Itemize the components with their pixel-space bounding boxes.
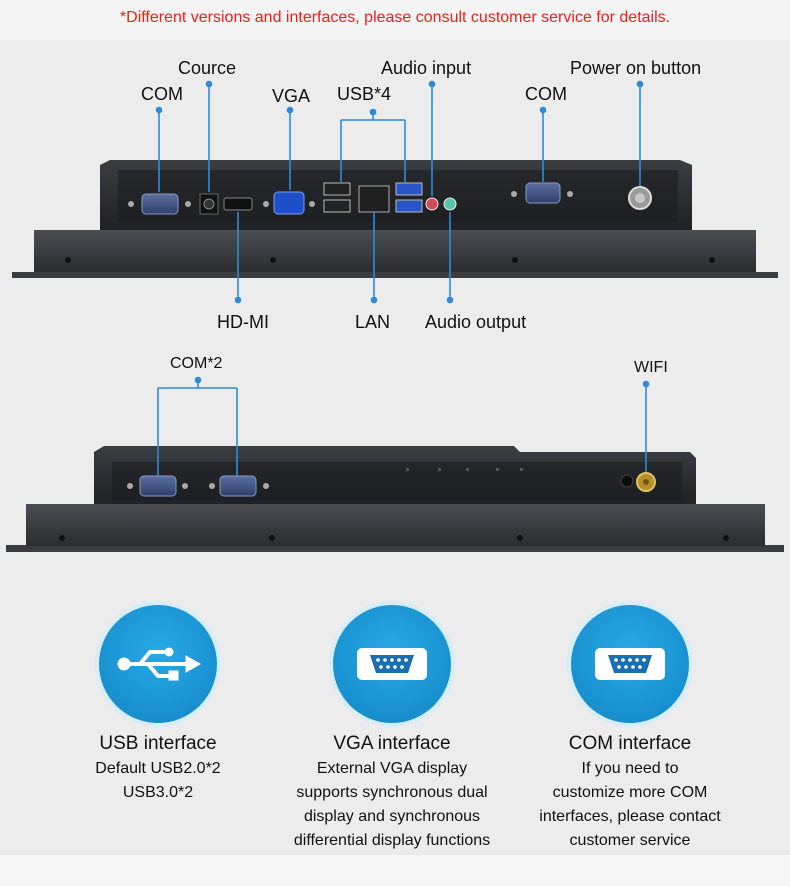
screw-icon	[723, 535, 729, 541]
label-com2: COM*2	[170, 355, 223, 372]
screw-icon	[270, 257, 276, 263]
leader-lines-bottom	[157, 376, 650, 476]
vga-connector-icon	[333, 605, 451, 723]
label-cource: Cource	[178, 58, 237, 78]
feature-line: differential display functions	[293, 832, 491, 849]
footer-band	[0, 855, 790, 886]
label-com-left: COM	[141, 84, 183, 104]
screw-icon	[517, 535, 523, 541]
feature-description: External VGA display supports synchronou…	[262, 757, 522, 853]
leader-lines-top	[155, 80, 644, 304]
feature-title: USB interface	[99, 733, 217, 754]
dc-power-jack	[199, 193, 219, 215]
feature-line: External VGA display	[316, 760, 468, 777]
bottom-panel-illustration	[6, 376, 784, 552]
label-lan: LAN	[355, 312, 391, 332]
label-hdmi: HD-MI	[217, 312, 269, 332]
com-port-right	[511, 182, 573, 204]
feature-vga: VGA interface External VGA display suppo…	[262, 605, 522, 853]
com-port-2	[209, 475, 269, 497]
usb2-ports	[323, 182, 351, 213]
notice-text: *Different versions and interfaces, plea…	[119, 9, 671, 26]
feature-description: Default USB2.0*2 USB3.0*2	[28, 757, 288, 805]
feature-line: USB3.0*2	[122, 784, 194, 801]
lan-port	[358, 185, 390, 213]
screw-icon	[65, 257, 71, 263]
label-audio-input: Audio input	[381, 58, 472, 78]
usb3-ports	[395, 182, 423, 213]
label-wifi: WIFI	[634, 359, 668, 376]
screw-icon	[59, 535, 65, 541]
vga-port	[263, 191, 315, 215]
com-connector-icon	[571, 605, 689, 723]
label-vga: VGA	[272, 86, 311, 106]
panel-base	[34, 230, 756, 272]
label-usb: USB*4	[337, 84, 392, 104]
hdmi-port	[223, 197, 253, 211]
feature-usb: USB interface Default USB2.0*2 USB3.0*2	[28, 605, 288, 805]
feature-line: interfaces, please contact	[539, 808, 721, 825]
label-com-right: COM	[525, 84, 567, 104]
usb-icon	[99, 605, 217, 723]
notice-banner: *Different versions and interfaces, plea…	[0, 0, 790, 40]
feature-line: supports synchronous dual	[296, 784, 488, 801]
feature-line: Default USB2.0*2	[95, 760, 221, 777]
feature-title: VGA interface	[333, 733, 451, 754]
feature-line: display and synchronous	[303, 808, 481, 825]
label-power-button: Power on button	[570, 58, 702, 78]
feature-line: If you need to	[581, 760, 679, 777]
top-panel-illustration	[12, 80, 778, 304]
feature-line: customize more COM	[552, 784, 708, 801]
audio-output-jack	[443, 197, 457, 211]
screw-icon	[269, 535, 275, 541]
panel-edge	[6, 545, 784, 552]
screw-icon	[709, 257, 715, 263]
audio-input-jack	[425, 197, 439, 211]
feature-title: COM interface	[568, 733, 692, 754]
wifi-antenna-connector	[636, 472, 656, 492]
panel-base	[26, 504, 765, 546]
panel-edge	[12, 272, 778, 278]
feature-description: If you need to customize more COM interf…	[500, 757, 760, 853]
screw-icon	[512, 257, 518, 263]
reset-hole	[620, 474, 634, 488]
feature-com: COM interface If you need to customize m…	[500, 605, 760, 853]
label-audio-output: Audio output	[425, 312, 527, 332]
feature-line: customer service	[569, 832, 691, 849]
com-port-left	[128, 193, 191, 215]
